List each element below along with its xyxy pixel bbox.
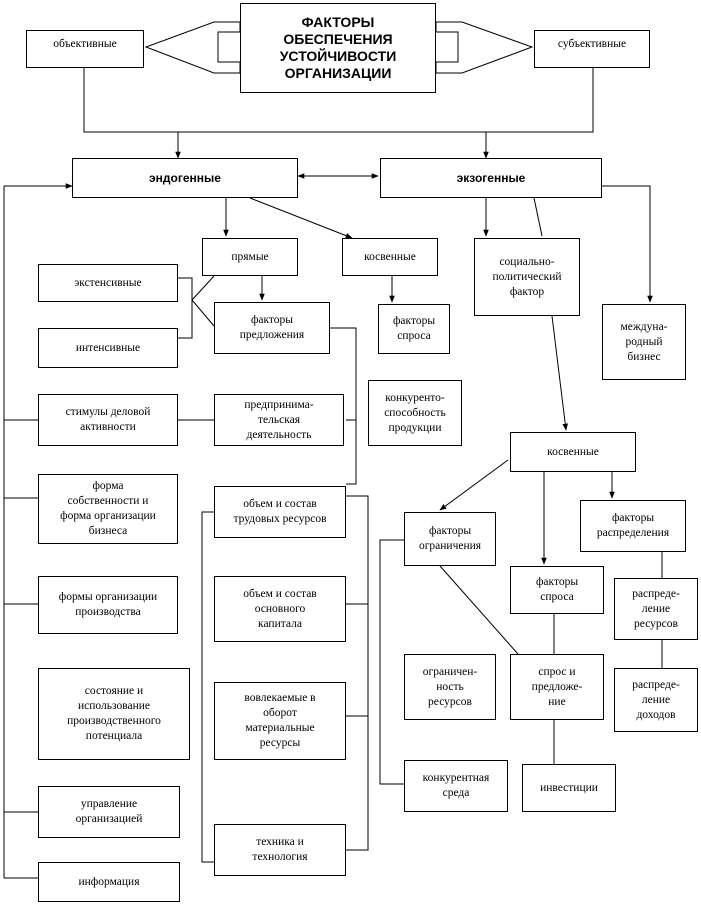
resource-distribution-box: распреде- ление ресурсов — [614, 578, 698, 640]
information-box: информация — [38, 862, 180, 902]
indirect-exo-box: косвенные — [510, 432, 636, 472]
intensive-box: интенсивные — [38, 328, 178, 368]
business-activity-box: стимулы деловой активности — [38, 394, 178, 446]
subjective-box: субъективные — [534, 30, 650, 68]
limiting-factors-box: факторы ограничения — [404, 512, 496, 566]
arrow-to-objective — [144, 21, 241, 74]
entrepreneurship-box: предпринима- тельская деятельность — [214, 394, 344, 446]
resource-limits-box: ограничен- ность ресурсов — [404, 654, 496, 720]
competitiveness-box: конкуренто- способность продукции — [368, 380, 462, 446]
extensive-box: экстенсивные — [38, 264, 178, 302]
ownership-form-box: форма собственности и форма организации … — [38, 474, 178, 544]
title-box: ФАКТОРЫ ОБЕСПЕЧЕНИЯ УСТОЙЧИВОСТИ ОРГАНИЗ… — [240, 3, 436, 93]
arrow-to-subjective — [435, 21, 534, 74]
material-resources-box: вовлекаемые в оборот материальные ресурс… — [214, 682, 346, 760]
demand-factors-exo-box: факторы спроса — [510, 566, 604, 614]
indirect-endo-box: косвенные — [342, 238, 438, 276]
supply-factors-box: факторы предложения — [214, 302, 330, 354]
direct-box: прямые — [202, 238, 298, 276]
investments-box: инвестиции — [522, 764, 616, 812]
income-distribution-box: распреде- ление доходов — [614, 668, 698, 732]
fixed-capital-box: объем и состав основного капитала — [214, 576, 346, 642]
endogenous-box: эндогенные — [72, 158, 298, 198]
labor-resources-box: объем и состав трудовых ресурсов — [214, 486, 346, 538]
production-potential-box: состояние и использование производственн… — [38, 668, 190, 760]
socio-political-box: социально- политический фактор — [474, 238, 580, 316]
management-box: управление организацией — [38, 786, 180, 838]
supply-demand-box: спрос и предложе- ние — [510, 654, 604, 720]
distribution-factors-box: факторы распределения — [580, 500, 686, 552]
demand-factors-box: факторы спроса — [378, 304, 450, 354]
international-business-box: междуна- родный бизнес — [602, 304, 686, 380]
production-forms-box: формы организации производства — [38, 576, 178, 634]
exogenous-box: экзогенные — [380, 158, 602, 198]
competitive-env-box: конкурентная среда — [404, 760, 508, 812]
objective-box: объективные — [26, 30, 144, 68]
tech-box: техника и технология — [214, 824, 346, 876]
